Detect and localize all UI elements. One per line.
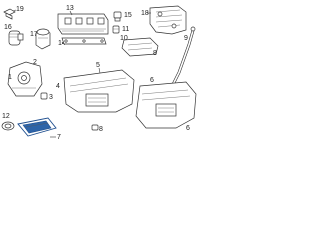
callout-11: 11: [122, 26, 129, 33]
part-19-oil-cap[interactable]: [3, 8, 16, 20]
callout-8: 8: [153, 50, 157, 57]
leader-5: [98, 67, 101, 74]
part-15-sensor[interactable]: [113, 11, 122, 22]
callout-5: 5: [96, 62, 100, 69]
part-10-bracket[interactable]: [121, 37, 159, 57]
part-12-valve-cover[interactable]: [57, 13, 109, 35]
part-3-plug[interactable]: [40, 92, 48, 100]
part-6-oil-pan-lower[interactable]: [135, 81, 197, 129]
callout-9: 9: [184, 35, 188, 42]
leader-13: [69, 10, 73, 16]
callout-7: 7: [57, 134, 61, 141]
callout-12: 12: [2, 113, 10, 120]
part-17-filter-housing[interactable]: [35, 28, 51, 50]
callout-3: 3: [49, 94, 53, 101]
part-12-seal[interactable]: [1, 121, 15, 131]
callout-1: 1: [8, 74, 12, 81]
callout-6: 6: [150, 77, 154, 84]
part-11-fitting[interactable]: [112, 25, 120, 34]
parts-diagram: 19 16 17 13 14 15: [1, 5, 197, 141]
callout-8b: 8: [99, 126, 103, 133]
part-2-front-cover[interactable]: [7, 61, 43, 97]
part-16-oil-filter[interactable]: [8, 30, 24, 46]
callout-16: 16: [4, 24, 12, 31]
part-12-gasket[interactable]: [61, 37, 107, 45]
callout-10: 10: [120, 35, 128, 42]
part-8-drain-plug[interactable]: [91, 124, 99, 131]
callout-15: 15: [124, 12, 132, 19]
callout-14: 14: [58, 40, 66, 47]
callout-18: 18: [141, 10, 149, 17]
callout-17: 17: [30, 31, 38, 38]
callout-2: 2: [33, 59, 37, 66]
part-7-highlighted[interactable]: [17, 117, 57, 137]
callout-6b: 6: [186, 125, 190, 132]
callout-13: 13: [66, 5, 74, 12]
callout-19: 19: [16, 6, 24, 13]
part-18-intake-manifold[interactable]: [149, 5, 187, 35]
part-6-oil-pan-upper[interactable]: [63, 69, 135, 113]
leader-19: [12, 9, 17, 12]
callout-4: 4: [56, 83, 60, 90]
